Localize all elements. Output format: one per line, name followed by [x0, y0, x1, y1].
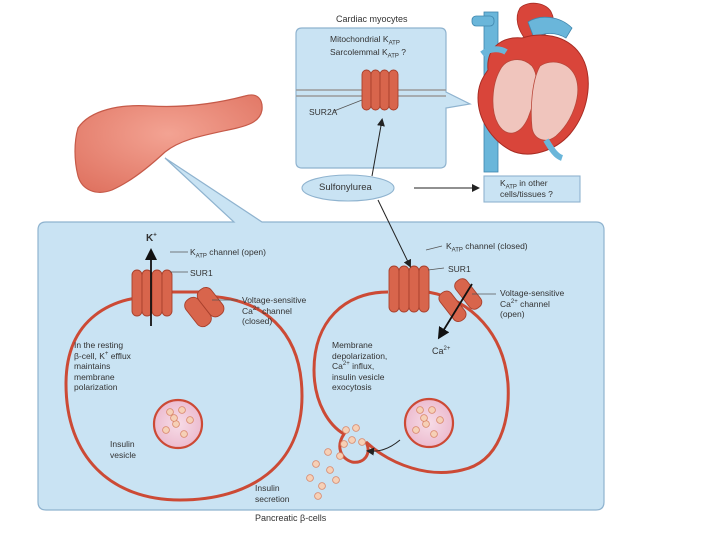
sur1-right-label: SUR1 — [448, 264, 471, 274]
insulin-granule — [436, 416, 444, 424]
vesicle-fusion-arrow — [366, 439, 401, 456]
channel-subunit — [408, 265, 420, 313]
insulin-granule — [412, 426, 420, 434]
insulin-granule — [342, 426, 350, 434]
sur2a-label: SUR2A — [309, 107, 338, 117]
channel-subunit — [398, 265, 410, 313]
channel-subunit — [151, 269, 163, 317]
secreted-insulin-granules — [306, 424, 366, 500]
channel-subunit — [161, 269, 173, 317]
insulin-granule — [428, 406, 436, 414]
insulin-granule — [178, 406, 186, 414]
other-tissues-box — [483, 175, 581, 203]
cardiac-myocytes-title: Cardiac myocytes — [336, 14, 408, 24]
insulin-granule — [336, 452, 344, 460]
insulin-granule — [340, 440, 348, 448]
katp-channel-closed — [388, 265, 430, 313]
arrow-to-beta-cell — [377, 199, 411, 268]
insulin-granules-left — [162, 406, 194, 438]
insulin-granule — [186, 416, 194, 424]
arrow-to-cardiac — [371, 118, 385, 177]
pancreatic-beta-cells-title: Pancreatic β-cells — [255, 513, 327, 523]
channel-subunit — [131, 269, 143, 317]
insulin-granule — [416, 406, 424, 414]
katp-channel-cardiac — [361, 69, 399, 111]
insulin-granule — [352, 424, 360, 432]
channel-subunit — [418, 265, 430, 313]
channel-subunit — [361, 69, 372, 111]
katp-channel-open — [131, 269, 173, 317]
insulin-granule — [162, 426, 170, 434]
insulin-granule — [420, 414, 428, 422]
insulin-granule — [312, 460, 320, 468]
insulin-granule — [324, 448, 332, 456]
channel-subunit — [388, 265, 400, 313]
pancreas-organ — [74, 94, 263, 193]
insulin-granule — [314, 492, 322, 500]
sulfonylurea-label: Sulfonylurea — [319, 182, 372, 193]
sulfonylurea-ellipse — [301, 174, 395, 202]
potassium-ion-label: K+ — [146, 232, 157, 244]
heart-illustration — [471, 2, 589, 173]
katp-channel-closed-label: KATP channel (closed) — [446, 241, 528, 254]
insulin-granule — [358, 438, 366, 446]
insulin-granule — [180, 430, 188, 438]
insulin-granules-right — [412, 406, 444, 438]
channel-subunit — [388, 69, 399, 111]
insulin-granule — [318, 482, 326, 490]
calcium-ion-label: Ca2+ — [432, 346, 451, 356]
ca-influx-arrow — [437, 283, 473, 340]
insulin-granule — [326, 466, 334, 474]
channel-subunit — [379, 69, 390, 111]
channel-subunit — [370, 69, 381, 111]
insulin-granule — [170, 414, 178, 422]
ca-channel-closed — [184, 286, 225, 328]
mitochondrial-katp-label: Mitochondrial KATP — [330, 34, 400, 47]
sur1-left-label: SUR1 — [190, 268, 213, 278]
insulin-granule — [306, 474, 314, 482]
insulin-granule — [430, 430, 438, 438]
sarcolemmal-katp-label: Sarcolemmal KATP ? — [330, 47, 406, 60]
resting-cell-membrane — [64, 294, 304, 502]
katp-channel-open-label: KATP channel (open) — [190, 247, 266, 260]
insulin-granule — [332, 476, 340, 484]
insulin-granule — [348, 436, 356, 444]
insulin-granule — [166, 408, 174, 416]
